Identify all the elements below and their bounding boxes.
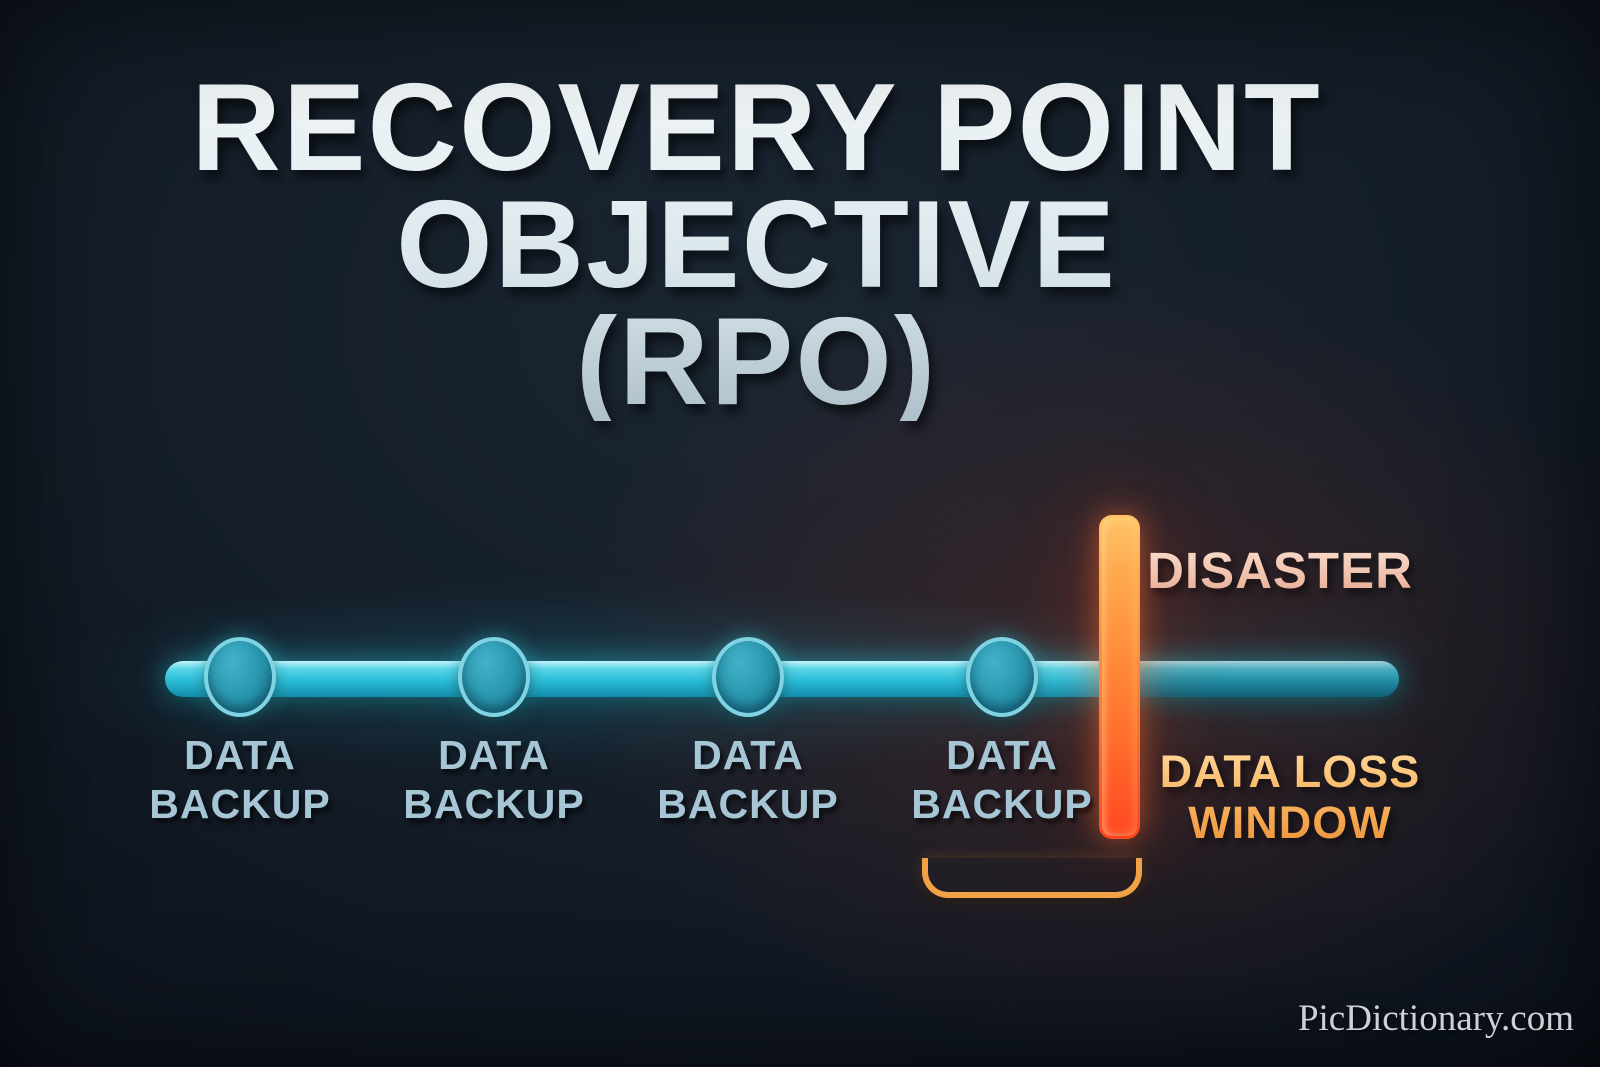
backup-label-line: BACKUP: [149, 781, 331, 827]
disaster-marker-bar: [1099, 515, 1140, 839]
timeline-bar-post-disaster-segment: [1119, 661, 1399, 697]
title-line-3: (RPO): [575, 293, 938, 431]
page-title: RECOVERY POINT OBJECTIVE (RPO): [0, 70, 1513, 421]
backup-label-line: DATA: [692, 732, 804, 778]
data-loss-line: WINDOW: [1188, 797, 1392, 848]
backup-node-icon: [712, 637, 784, 717]
backup-node-icon: [204, 637, 276, 717]
backup-label-line: DATA: [438, 732, 550, 778]
backup-label-line: DATA: [946, 732, 1058, 778]
backup-node-icon: [458, 637, 530, 717]
backup-node-icon: [966, 637, 1038, 717]
data-loss-window-bracket: [922, 858, 1142, 898]
backup-label-line: BACKUP: [911, 781, 1093, 827]
backup-label-line: DATA: [184, 732, 296, 778]
backup-label-1: DATA BACKUP: [130, 731, 350, 829]
backup-label-3: DATA BACKUP: [638, 731, 858, 829]
data-loss-line: DATA LOSS: [1159, 746, 1421, 797]
backup-label-line: BACKUP: [657, 781, 839, 827]
backup-label-2: DATA BACKUP: [384, 731, 604, 829]
title-line-2: OBJECTIVE: [396, 176, 1117, 314]
backup-label-line: BACKUP: [403, 781, 585, 827]
title-line-1: RECOVERY POINT: [191, 59, 1322, 197]
data-loss-window-label: DATA LOSS WINDOW: [1140, 746, 1440, 848]
disaster-label: DISASTER: [1140, 541, 1420, 600]
watermark: PicDictionary.com: [1297, 998, 1574, 1039]
backup-label-4: DATA BACKUP: [892, 731, 1112, 829]
